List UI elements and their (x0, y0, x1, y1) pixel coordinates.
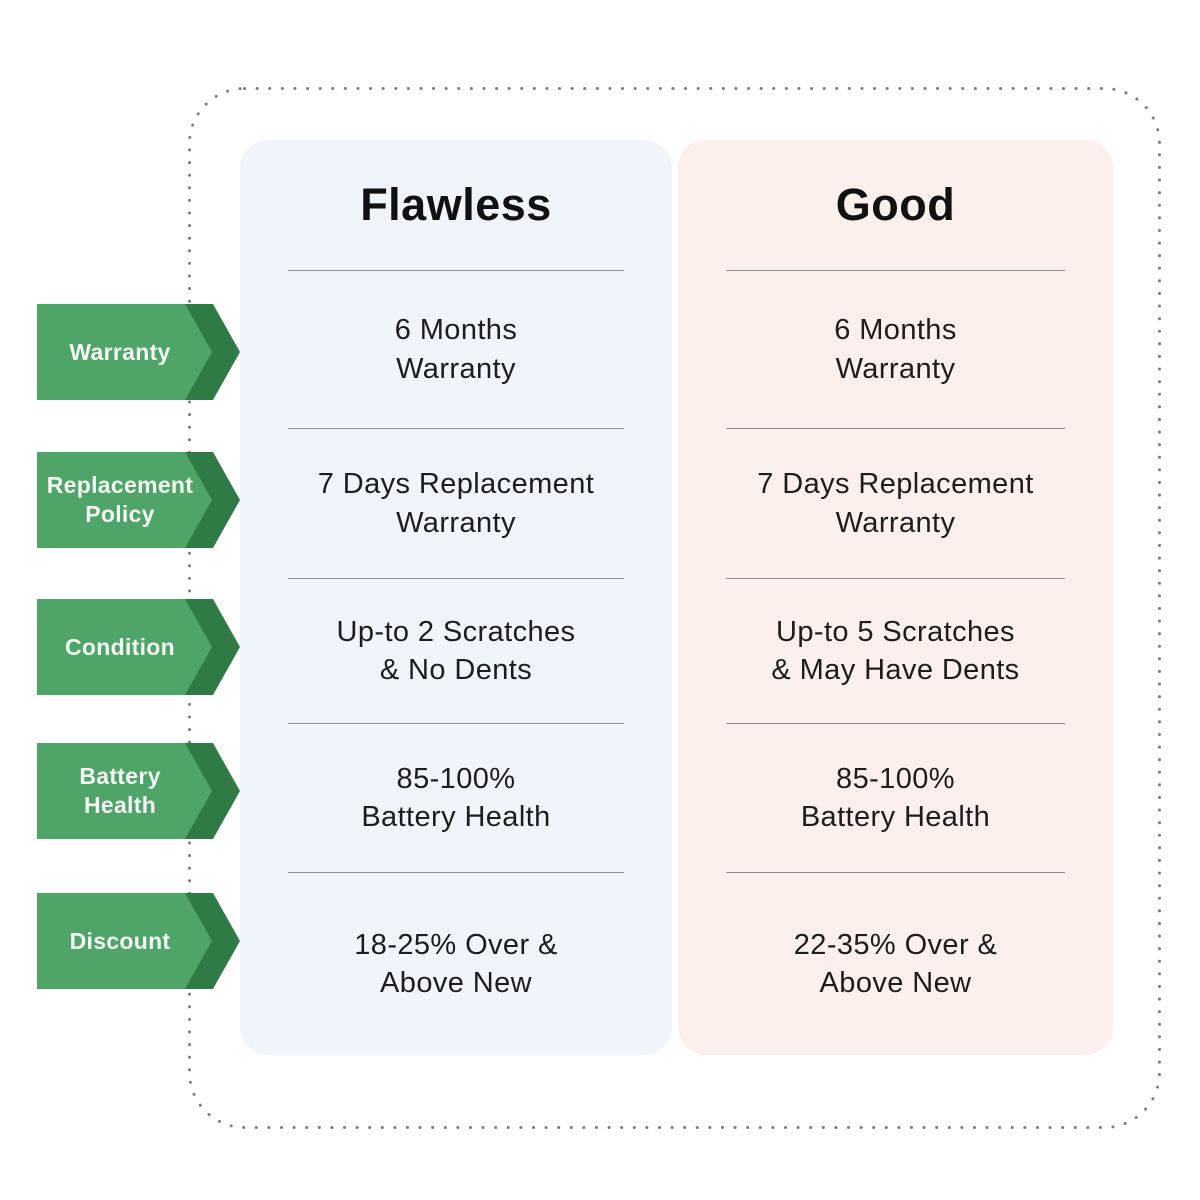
cell-line: 6 Months (394, 314, 518, 347)
cell-line: 6 Months (834, 314, 957, 347)
cell-good-warranty: 6 Months Warranty (678, 271, 1113, 428)
cell-flawless-discount: 18-25% Over & Above New (240, 873, 672, 1055)
cell-line: 22-35% Over & (793, 928, 998, 961)
cell-good-battery: 85-100% Battery Health (678, 724, 1113, 872)
cell-good-replacement: 7 Days Replacement Warranty (678, 429, 1113, 578)
row-label-text: Replacement Policy (46, 472, 194, 527)
row-label-text: Discount (69, 927, 171, 954)
cell-line: 7 Days Replacement (757, 468, 1034, 501)
cell-flawless-replacement: 7 Days Replacement Warranty (240, 429, 672, 578)
cell-good-condition: Up-to 5 Scratches & May Have Dents (678, 579, 1113, 723)
row-label-text: Battery Health (79, 763, 161, 818)
row-label-battery-health: Battery Health (37, 741, 242, 841)
cell-line: Above New (819, 967, 972, 999)
column-title-flawless: Flawless (360, 179, 552, 230)
cell-flawless-warranty: 6 Months Warranty (240, 271, 672, 428)
cell-line: Battery Health (361, 801, 551, 833)
cell-line: 18-25% Over & (354, 928, 558, 961)
row-label-condition: Condition (37, 597, 242, 697)
row-label-text: Warranty (69, 338, 171, 365)
cell-line: & No Dents (379, 654, 533, 686)
column-card-good: Good 6 Months Warranty 7 Days Replacemen… (678, 140, 1113, 1055)
row-label-replacement-policy: Replacement Policy (37, 450, 242, 550)
cell-line: Warranty (396, 506, 516, 539)
cell-line: Above New (380, 967, 532, 999)
cell-line: 7 Days Replacement (317, 468, 595, 501)
cell-line: Warranty (835, 352, 956, 385)
cell-line: & May Have Dents (771, 654, 1020, 686)
cell-line: 85-100% (396, 762, 516, 795)
row-label-text: Condition (65, 633, 175, 660)
cell-line: Up-to 5 Scratches (776, 615, 1015, 648)
cell-line: 85-100% (836, 762, 955, 795)
cell-line: Battery Health (800, 801, 991, 833)
cell-flawless-battery: 85-100% Battery Health (240, 724, 672, 872)
row-label-warranty: Warranty (37, 302, 242, 402)
cell-line: Warranty (835, 506, 956, 539)
column-card-flawless: Flawless 6 Months Warranty 7 Days Replac… (240, 140, 672, 1055)
cell-good-discount: 22-35% Over & Above New (678, 873, 1113, 1055)
cell-flawless-condition: Up-to 2 Scratches & No Dents (240, 579, 672, 723)
cell-line: Up-to 2 Scratches (336, 615, 576, 648)
column-title-good: Good (835, 179, 956, 230)
cell-line: Warranty (396, 352, 516, 385)
row-label-discount: Discount (37, 891, 242, 991)
